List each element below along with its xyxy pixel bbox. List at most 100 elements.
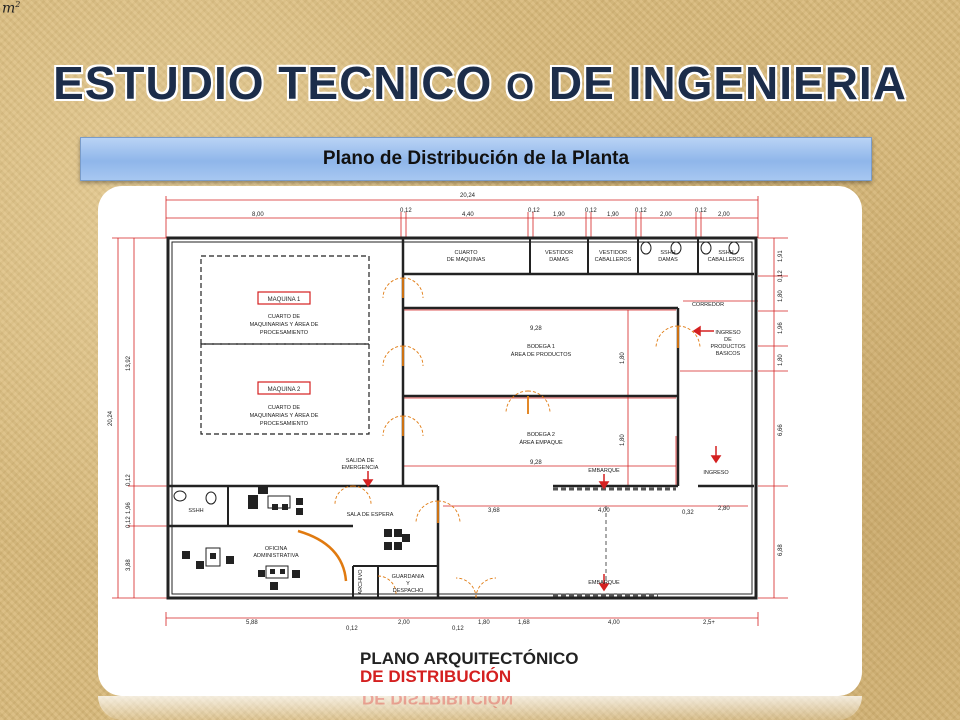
svg-text:SSHH: SSHH — [718, 250, 733, 256]
svg-text:2,80: 2,80 — [718, 506, 730, 512]
svg-text:ÁREA EMPAQUE: ÁREA EMPAQUE — [519, 439, 563, 446]
svg-text:9,28: 9,28 — [530, 460, 542, 466]
door-swings — [334, 277, 701, 599]
svg-text:1,80: 1,80 — [778, 290, 784, 302]
svg-text:ARCHIVO: ARCHIVO — [358, 569, 364, 595]
svg-text:1,80: 1,80 — [620, 352, 626, 364]
plan-caption-line1: PLANO ARQUITECTÓNICO — [360, 649, 579, 668]
slide-title: ESTUDIO TECNICO O DE INGENIERIA — [53, 57, 907, 109]
door-leaves — [402, 278, 679, 523]
corner-math-symbol: m2 — [2, 0, 21, 17]
svg-text:1,80: 1,80 — [778, 354, 784, 366]
svg-text:Y: Y — [406, 581, 410, 587]
svg-text:4,00: 4,00 — [598, 508, 610, 514]
svg-text:MAQUINA 2: MAQUINA 2 — [268, 387, 301, 393]
svg-text:MAQUINARIAS Y ÁREA DE: MAQUINARIAS Y ÁREA DE — [250, 412, 319, 419]
svg-text:6,88: 6,88 — [778, 544, 784, 556]
svg-text:0,12: 0,12 — [126, 516, 132, 528]
svg-text:0,12: 0,12 — [695, 208, 707, 214]
svg-text:CORREDOR: CORREDOR — [692, 302, 724, 308]
plan-caption: PLANO ARQUITECTÓNICO DE DISTRIBUCIÓN — [360, 650, 578, 686]
svg-text:0,12: 0,12 — [346, 626, 358, 632]
svg-text:MAQUINA 1: MAQUINA 1 — [268, 297, 301, 303]
svg-text:1,91: 1,91 — [778, 250, 784, 262]
room-labels: MAQUINA 1 MAQUINA 2 CUARTO DE MAQUINARIA… — [188, 250, 745, 595]
svg-text:0,12: 0,12 — [635, 208, 647, 214]
svg-text:1,68: 1,68 — [518, 620, 530, 626]
svg-text:SSHH: SSHH — [188, 508, 203, 514]
machine-labels-boxes — [257, 291, 311, 395]
svg-text:BASICOS: BASICOS — [716, 351, 741, 357]
svg-text:1,96: 1,96 — [126, 502, 132, 514]
svg-text:3,68: 3,68 — [488, 508, 500, 514]
svg-text:INGRESO: INGRESO — [703, 470, 729, 476]
plan-caption-line2: DE DISTRIBUCIÓN — [360, 667, 512, 686]
svg-text:PRODUCTOS: PRODUCTOS — [710, 344, 745, 350]
svg-text:INGRESO: INGRESO — [715, 330, 741, 336]
svg-text:PROCESAMIENTO: PROCESAMIENTO — [260, 421, 309, 427]
svg-text:1,80: 1,80 — [620, 434, 626, 446]
svg-text:DE MAQUINAS: DE MAQUINAS — [447, 257, 486, 263]
svg-text:VESTIDOR: VESTIDOR — [599, 250, 627, 256]
office-door-arc — [297, 529, 348, 582]
svg-text:5,88: 5,88 — [246, 620, 258, 626]
svg-text:1,90: 1,90 — [607, 212, 619, 218]
svg-text:CUARTO: CUARTO — [454, 250, 478, 256]
loading-doors — [553, 487, 676, 597]
svg-text:VESTIDOR: VESTIDOR — [545, 250, 573, 256]
svg-text:DAMAS: DAMAS — [549, 257, 569, 263]
svg-text:GUARDANIA: GUARDANIA — [392, 574, 425, 580]
dimension-labels: 20,24 8,00 0,12 4,40 0,12 1,90 0,12 1,90… — [108, 193, 784, 632]
svg-text:8,00: 8,00 — [252, 212, 264, 218]
svg-text:SALIDA DE: SALIDA DE — [346, 458, 375, 464]
svg-text:6,66: 6,66 — [778, 424, 784, 436]
svg-text:BODEGA 2: BODEGA 2 — [527, 432, 555, 438]
svg-text:DESPACHO: DESPACHO — [393, 588, 424, 594]
dimension-lines — [112, 196, 788, 626]
floor-plan-panel: 20,24 8,00 0,12 4,40 0,12 1,90 0,12 1,90… — [98, 186, 862, 696]
svg-text:1,80: 1,80 — [478, 620, 490, 626]
subtitle-text: Plano de Distribución de la Planta — [322, 148, 630, 169]
furniture — [182, 486, 410, 590]
svg-text:SSHH: SSHH — [660, 250, 675, 256]
svg-text:4,40: 4,40 — [462, 212, 474, 218]
svg-text:ÁREA DE PRODUCTOS: ÁREA DE PRODUCTOS — [511, 351, 572, 358]
svg-text:20,24: 20,24 — [108, 410, 114, 426]
svg-text:CABALLEROS: CABALLEROS — [595, 257, 632, 263]
svg-text:PROCESAMIENTO: PROCESAMIENTO — [260, 330, 309, 336]
svg-text:CUARTO DE: CUARTO DE — [268, 405, 301, 411]
svg-text:EMBARQUE: EMBARQUE — [588, 468, 620, 474]
floor-plan-drawing: 20,24 8,00 0,12 4,40 0,12 1,90 0,12 1,90… — [108, 193, 788, 632]
svg-text:0,12: 0,12 — [585, 208, 597, 214]
svg-text:SALA DE ESPERA: SALA DE ESPERA — [347, 512, 394, 518]
svg-text:ADMINISTRATIVA: ADMINISTRATIVA — [253, 553, 299, 559]
svg-text:2,5+: 2,5+ — [703, 620, 715, 626]
svg-text:BODEGA 1: BODEGA 1 — [527, 344, 555, 350]
svg-text:3,88: 3,88 — [126, 559, 132, 571]
svg-text:OFICINA: OFICINA — [265, 546, 288, 552]
svg-text:2,00: 2,00 — [718, 212, 730, 218]
svg-text:9,28: 9,28 — [530, 326, 542, 332]
svg-text:0,12: 0,12 — [126, 474, 132, 486]
svg-text:13,92: 13,92 — [126, 355, 132, 371]
svg-text:0,32: 0,32 — [682, 510, 694, 516]
svg-text:CUARTO DE: CUARTO DE — [268, 314, 301, 320]
svg-text:2,00: 2,00 — [660, 212, 672, 218]
svg-text:EMERGENCIA: EMERGENCIA — [342, 465, 379, 471]
subtitle-bar: Plano de Distribución de la Planta — [80, 137, 872, 181]
svg-text:2,00: 2,00 — [398, 620, 410, 626]
panel-reflection: DE DISTRIBUCIÓN — [98, 696, 862, 720]
toilet-fixtures — [173, 241, 740, 505]
svg-text:1,96: 1,96 — [778, 322, 784, 334]
svg-text:DAMAS: DAMAS — [658, 257, 678, 263]
svg-text:CABALLEROS: CABALLEROS — [708, 257, 745, 263]
svg-text:0,12: 0,12 — [452, 626, 464, 632]
svg-text:20,24: 20,24 — [460, 193, 476, 199]
exit-arrows — [362, 325, 722, 592]
machine-areas — [200, 255, 370, 435]
svg-text:0,12: 0,12 — [778, 270, 784, 282]
reflection-text: DE DISTRIBUCIÓN — [362, 696, 514, 708]
svg-text:EMBARQUE: EMBARQUE — [588, 580, 620, 586]
svg-text:0,12: 0,12 — [400, 208, 412, 214]
svg-text:0,12: 0,12 — [528, 208, 540, 214]
